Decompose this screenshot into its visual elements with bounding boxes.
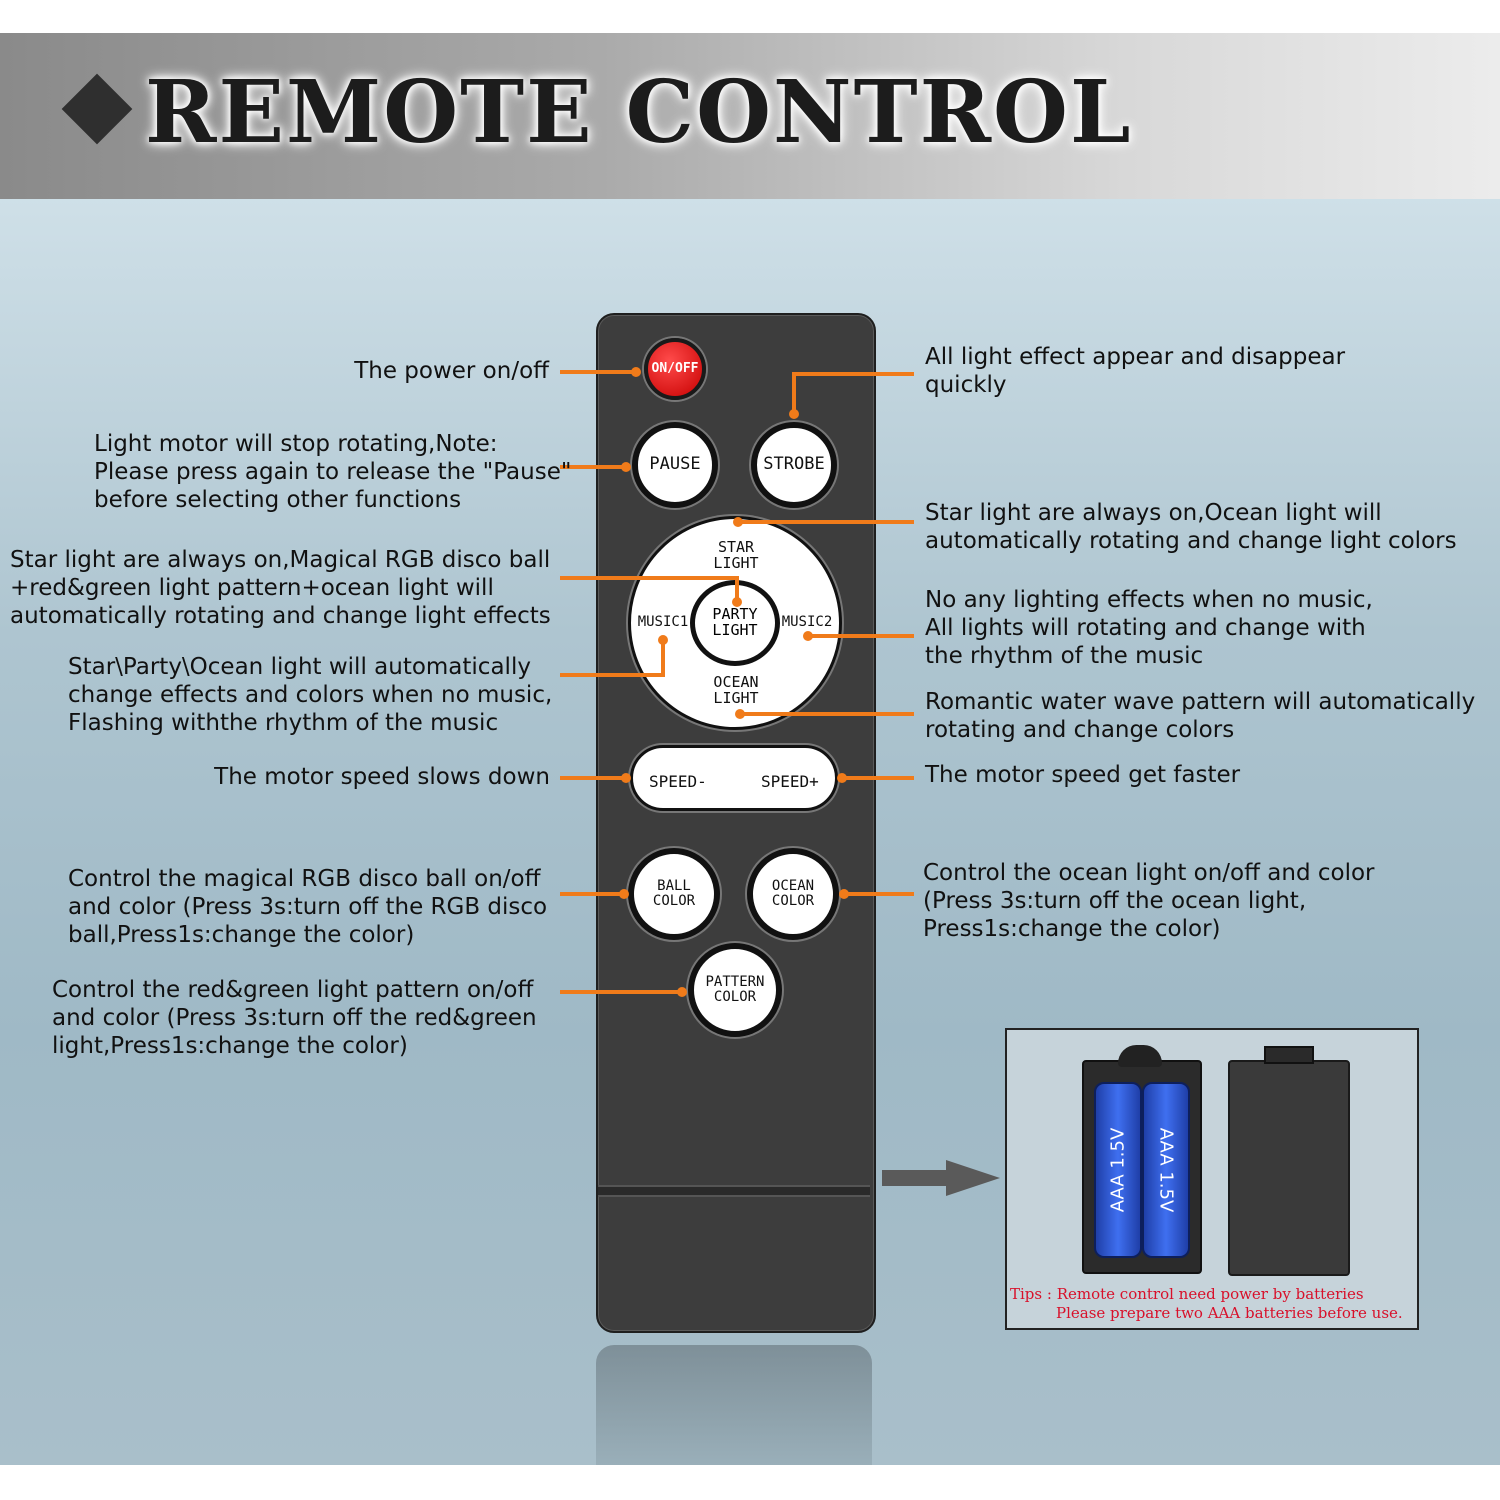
tips-line-2: Please prepare two AAA batteries before … <box>1056 1304 1403 1322</box>
annotation-party-line-3: automatically rotating and change light … <box>10 603 551 629</box>
strobe-label: STROBE <box>763 454 825 475</box>
page-title: REMOTE CONTROL <box>145 62 1133 163</box>
ball-color-label-2: COLOR <box>652 893 696 909</box>
party-light-label-2: LIGHT <box>712 621 758 639</box>
pause-label: PAUSE <box>649 454 701 475</box>
annotation-music2-line-3: the rhythm of the music <box>925 643 1204 669</box>
star-light-label-1: STAR <box>717 538 755 556</box>
annotation-star-line-1: Star light are always on,Ocean light wil… <box>925 500 1382 526</box>
annotation-pattern-color-line-3: light,Press1s:change the color) <box>52 1033 408 1059</box>
annotation-music2: No any lighting effects when no music, A… <box>925 586 1373 670</box>
ocean-light-button[interactable]: OCEAN LIGHT <box>700 673 772 707</box>
battery-inset <box>1005 1028 1419 1330</box>
annotation-strobe-line-2: quickly <box>925 372 1007 398</box>
annotation-party-line-1: Star light are always on,Magical RGB dis… <box>10 547 551 573</box>
ocean-color-text: OCEAN COLOR <box>772 879 814 908</box>
annotation-strobe-line-1: All light effect appear and disappear <box>925 344 1346 370</box>
ball-color-label-1: BALL <box>657 878 691 895</box>
annotation-pattern-color-line-1: Control the red&green light pattern on/o… <box>52 977 534 1003</box>
battery-right: AAA 1.5V <box>1142 1082 1190 1258</box>
annotation-music2-line-1: No any lighting effects when no music, <box>925 587 1373 613</box>
onoff-label: ON/OFF <box>651 361 699 377</box>
party-light-label-1: PARTY <box>712 605 758 624</box>
annotation-music2-line-2: All lights will rotating and change with <box>925 615 1366 641</box>
annotation-ocean-light: Romantic water wave pattern will automat… <box>925 688 1475 744</box>
star-light-label-2: LIGHT <box>713 553 759 572</box>
annotation-ocean-color-line-3: Press1s:change the color) <box>923 916 1221 942</box>
annotation-star: Star light are always on,Ocean light wil… <box>925 499 1457 555</box>
annotation-ocean-light-line-1: Romantic water wave pattern will automat… <box>925 689 1476 715</box>
music2-button[interactable]: MUSIC2 <box>778 615 836 630</box>
annotation-ocean-light-line-2: rotating and change colors <box>925 717 1235 743</box>
annotation-speed-up: The motor speed get faster <box>925 761 1240 789</box>
annotation-music1-line-2: change effects and colors when no music, <box>68 682 553 708</box>
annotation-music1: Star\Party\Ocean light will automaticall… <box>68 653 552 737</box>
ocean-color-label-2: COLOR <box>771 893 815 909</box>
ball-color-text: BALL COLOR <box>653 879 695 908</box>
remote-reflection <box>596 1345 872 1465</box>
annotation-pause: Light motor will stop rotating,Note: Ple… <box>94 430 571 514</box>
annotation-speed-up-line-1: The motor speed get faster <box>925 762 1241 788</box>
speed-minus-button[interactable]: SPEED- <box>649 772 707 791</box>
annotation-speed-down: The motor speed slows down <box>214 763 550 791</box>
annotation-speed-down-line-1: The motor speed slows down <box>214 764 550 790</box>
party-light-button[interactable]: PARTY LIGHT <box>690 580 780 666</box>
annotation-music1-line-3: Flashing withthe rhythm of the music <box>68 710 499 736</box>
pattern-color-button[interactable]: PATTERN COLOR <box>688 943 782 1037</box>
strobe-button[interactable]: STROBE <box>751 422 837 508</box>
speed-plus-button[interactable]: SPEED+ <box>761 772 819 791</box>
onoff-button[interactable]: ON/OFF <box>644 338 706 400</box>
annotation-ball-color-line-2: and color (Press 3s:turn off the RGB dis… <box>68 894 548 920</box>
line-music1 <box>560 640 665 677</box>
battery-right-label: AAA 1.5V <box>1155 1127 1177 1213</box>
annotation-star-line-2: automatically rotating and change light … <box>925 528 1457 554</box>
annotation-ocean-color-line-2: (Press 3s:turn off the ocean light, <box>923 888 1307 914</box>
music1-label: MUSIC1 <box>637 614 689 630</box>
annotation-music1-line-1: Star\Party\Ocean light will automaticall… <box>68 654 531 680</box>
ball-color-button[interactable]: BALL COLOR <box>628 848 720 940</box>
pattern-color-label-2: COLOR <box>713 989 757 1005</box>
tips-line-1: Tips : Remote control need power by batt… <box>1010 1285 1364 1303</box>
battery-left: AAA 1.5V <box>1094 1082 1142 1258</box>
battery-left-label: AAA 1.5V <box>1107 1127 1129 1213</box>
cover-tab <box>1264 1046 1314 1064</box>
annotation-strobe: All light effect appear and disappear qu… <box>925 343 1345 399</box>
header-banner <box>0 33 1500 199</box>
annotation-party-line-2: +red&green light pattern+ocean light wil… <box>10 575 494 601</box>
compartment-latch <box>1118 1045 1162 1067</box>
pause-button[interactable]: PAUSE <box>632 422 718 508</box>
annotation-pause-line-2: Please press again to release the "Pause… <box>94 459 572 485</box>
pattern-color-text: PATTERN COLOR <box>705 975 764 1004</box>
annotation-pause-line-3: before selecting other functions <box>94 487 462 513</box>
line-strobe <box>792 372 914 414</box>
music2-label: MUSIC2 <box>781 614 833 630</box>
annotation-power-line-1: The power on/off <box>354 358 549 384</box>
line-party <box>560 576 739 600</box>
ocean-light-label-1: OCEAN <box>713 673 759 691</box>
annotation-pattern-color-line-2: and color (Press 3s:turn off the red&gre… <box>52 1005 537 1031</box>
annotation-pattern-color: Control the red&green light pattern on/o… <box>52 976 537 1060</box>
party-light-text: PARTY LIGHT <box>712 605 758 639</box>
annotation-ocean-color: Control the ocean light on/off and color… <box>923 859 1375 943</box>
annotation-ball-color: Control the magical RGB disco ball on/of… <box>68 865 547 949</box>
ocean-light-label-2: LIGHT <box>713 688 759 707</box>
arrow-right-icon <box>882 1160 1000 1196</box>
annotation-party: Star light are always on,Magical RGB dis… <box>10 546 551 630</box>
annotation-power: The power on/off <box>354 357 549 385</box>
remote-battery-seam <box>598 1185 870 1197</box>
ocean-color-button[interactable]: OCEAN COLOR <box>747 848 839 940</box>
battery-cover <box>1228 1060 1350 1276</box>
annotation-ocean-color-line-1: Control the ocean light on/off and color <box>923 860 1375 886</box>
annotation-ball-color-line-1: Control the magical RGB disco ball on/of… <box>68 866 541 892</box>
annotation-pause-line-1: Light motor will stop rotating,Note: <box>94 431 498 457</box>
music1-button[interactable]: MUSIC1 <box>634 615 692 630</box>
ocean-color-label-1: OCEAN <box>771 878 815 895</box>
annotation-ball-color-line-3: ball,Press1s:change the color) <box>68 922 415 948</box>
star-light-button[interactable]: STAR LIGHT <box>700 538 772 572</box>
speed-rocker: SPEED- SPEED+ <box>630 745 838 811</box>
pattern-color-label-1: PATTERN <box>705 974 765 991</box>
